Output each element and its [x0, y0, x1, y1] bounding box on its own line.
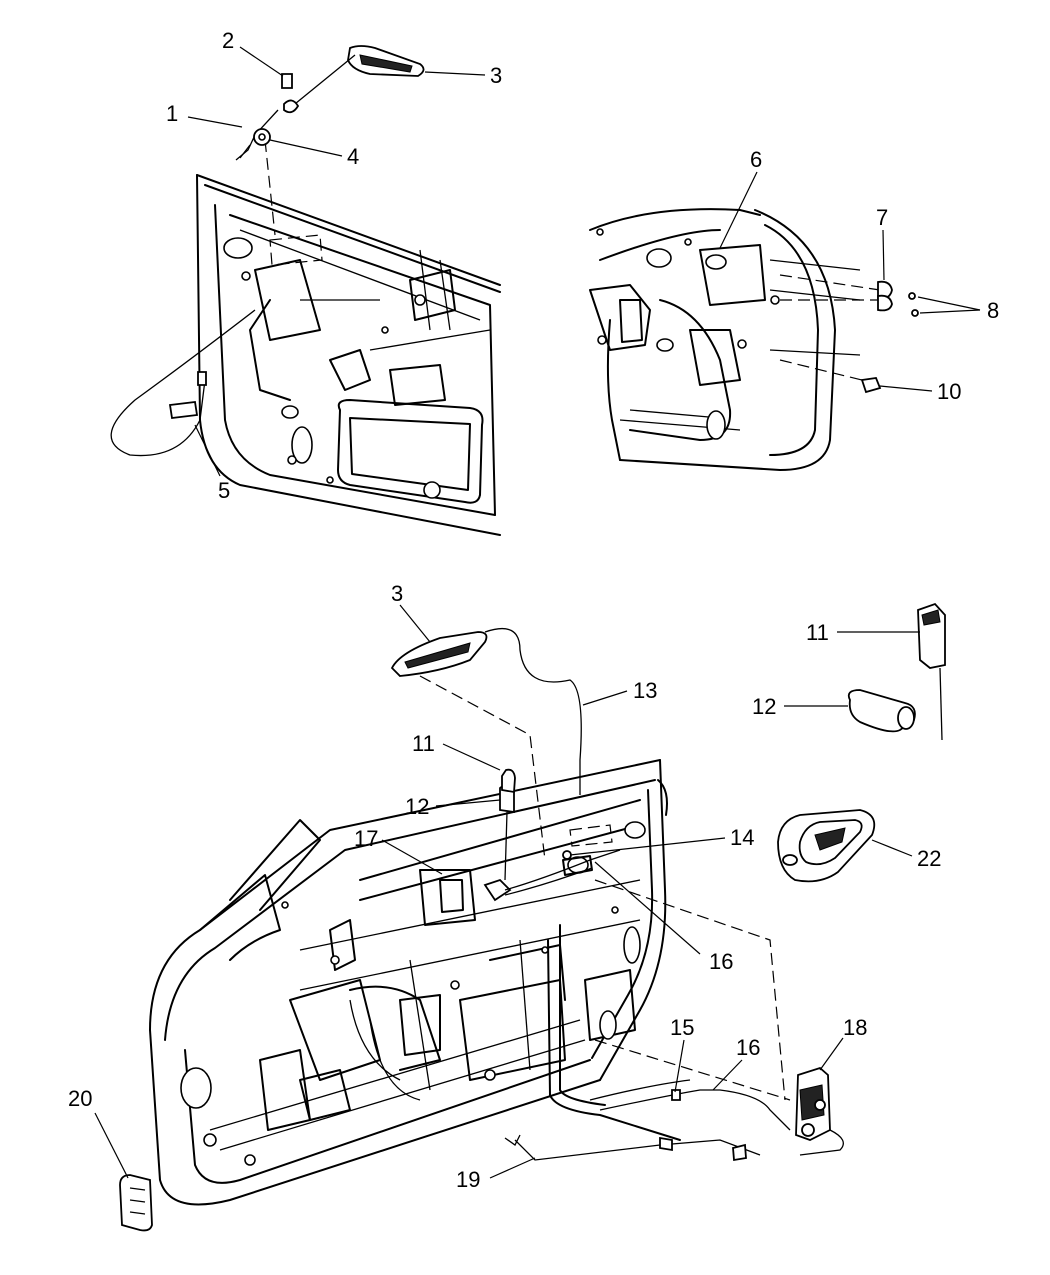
callout-15: 15: [670, 1015, 694, 1040]
callout-11-right: 11: [806, 620, 829, 645]
callout-22: 22: [917, 846, 941, 871]
latch-cables-and-actuator: [504, 879, 844, 1162]
callout-labels: 1 2 3 4 5 6 7 8 10 3 13 11 12 11 12 14 1…: [68, 28, 999, 1192]
door-latch-striker-cover: [119, 1174, 153, 1232]
callout-19: 19: [456, 1167, 480, 1192]
callout-11-mid: 11: [412, 731, 435, 756]
lock-rod-clips: [483, 849, 621, 902]
front-door-inner-panel-top-left: [196, 139, 501, 536]
callout-4: 4: [347, 144, 359, 169]
callout-12-mid: 12: [405, 794, 429, 819]
callout-16-lower: 16: [736, 1035, 760, 1060]
exterior-handle-assembly-top: [235, 45, 425, 161]
inside-door-handle: [777, 809, 876, 883]
callout-17: 17: [354, 826, 378, 851]
callout-20: 20: [68, 1086, 92, 1111]
callout-18: 18: [843, 1015, 867, 1040]
callout-10: 10: [937, 379, 961, 404]
callout-3-bottom: 3: [391, 581, 403, 606]
callout-8: 8: [987, 298, 999, 323]
front-door-inner-panel-main: [149, 759, 681, 1206]
callout-1: 1: [166, 101, 178, 126]
callout-12-right: 12: [752, 694, 776, 719]
callout-16-upper: 16: [709, 949, 733, 974]
callout-13: 13: [633, 678, 657, 703]
exterior-handle-assembly-bottom: [390, 627, 582, 861]
callout-3: 3: [490, 63, 502, 88]
door-rear-edge-latch-area: [589, 208, 919, 471]
callout-7: 7: [876, 205, 888, 230]
callout-6: 6: [750, 147, 762, 172]
lock-cylinder-right: [847, 602, 946, 741]
callout-14: 14: [730, 825, 754, 850]
lock-cylinder-mid: [499, 768, 516, 881]
callout-5: 5: [218, 478, 230, 503]
callout-2: 2: [222, 28, 234, 53]
door-latch-rod-cable: [110, 309, 256, 457]
leader-lines: [94, 46, 981, 1179]
